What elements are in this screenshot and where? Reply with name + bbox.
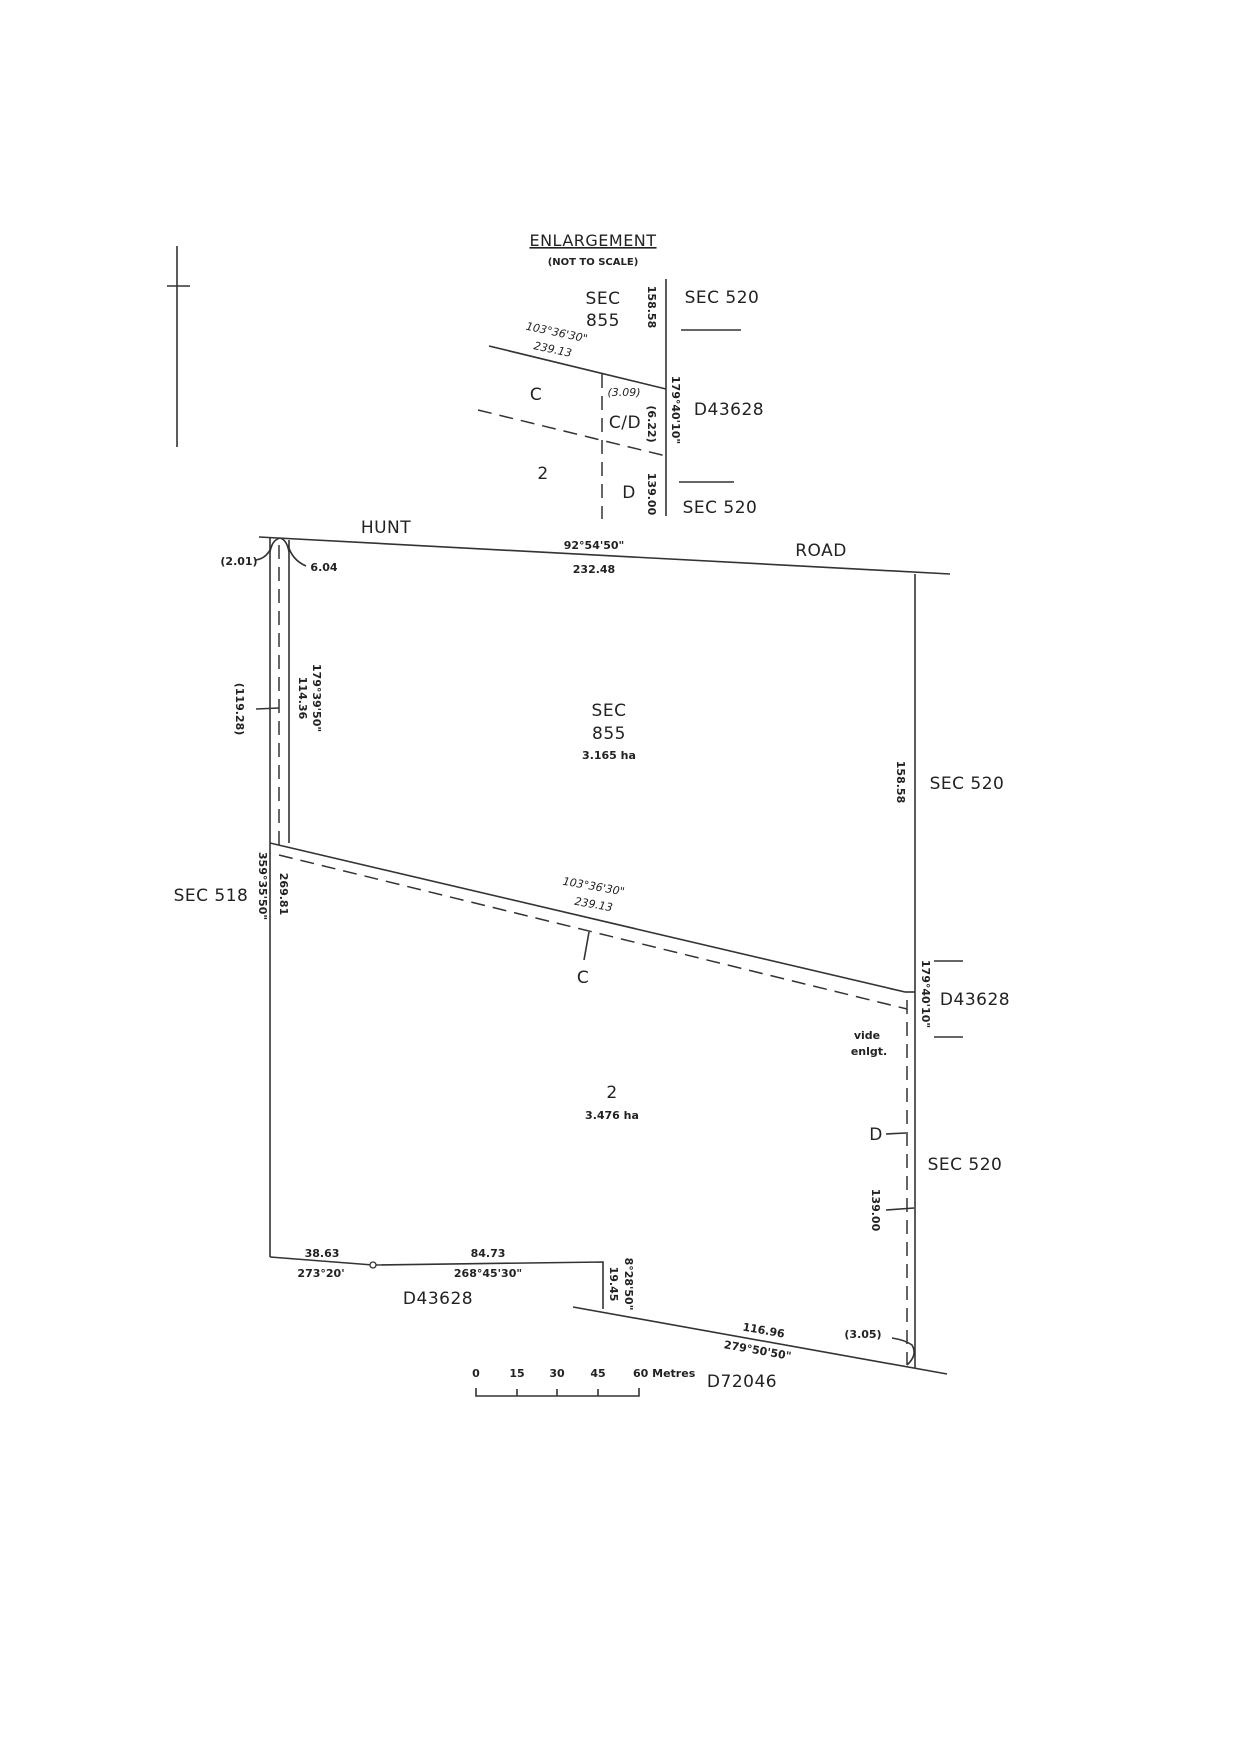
enl-dist-139: 139.00: [645, 473, 658, 516]
dist-84-73: 84.73: [471, 1247, 506, 1260]
enl-label-c: C: [530, 385, 542, 405]
enl-sec-520-top: SEC 520: [685, 288, 760, 308]
enlgt-label: enlgt.: [851, 1045, 887, 1058]
right-distance: 158.58: [894, 761, 907, 803]
enl-label-cd: C/D: [609, 413, 641, 433]
scale-tick-60: 60 Metres: [633, 1367, 696, 1380]
lot-2-area: 3.476 ha: [585, 1109, 639, 1122]
enl-d43628: D43628: [694, 400, 764, 420]
hunt-road-label-road: ROAD: [795, 541, 847, 561]
bearing-268: 268°45'30": [454, 1267, 522, 1280]
dist-119-28: (119.28): [233, 683, 246, 736]
enlargement-subtitle: (NOT TO SCALE): [548, 257, 639, 268]
enl-lot-2: 2: [537, 464, 548, 484]
enl-bearing-179: 179°40'10": [669, 376, 682, 444]
hunt-road-label-hunt: HUNT: [361, 518, 411, 538]
dist-139: 139.00: [869, 1189, 882, 1232]
plan-labels: HUNT ROAD 92°54'50" 232.48 (2.01) 6.04 1…: [174, 518, 1010, 1392]
scale-tick-45: 45: [590, 1367, 605, 1380]
enl-dist-239: 239.13: [533, 339, 573, 360]
sec-855-label: SEC: [592, 701, 627, 721]
scale-tick-15: 15: [509, 1367, 524, 1380]
sec-855-number: 855: [592, 724, 626, 744]
d43628-right: D43628: [940, 990, 1010, 1010]
dist-6-04: 6.04: [310, 561, 337, 574]
d43628-bottom: D43628: [403, 1289, 473, 1309]
dist-38-63: 38.63: [305, 1247, 340, 1260]
enlargement-title: ENLARGEMENT: [529, 231, 656, 250]
north-arrow-icon: [167, 246, 190, 447]
sec-855-area: 3.165 ha: [582, 749, 636, 762]
diag-distance: 239.13: [574, 895, 614, 914]
road-bearing: 92°54'50": [564, 539, 625, 552]
scale-tick-30: 30: [549, 1367, 565, 1380]
enl-dist-622: (6.22): [645, 405, 658, 442]
dist-2-01: (2.01): [220, 555, 257, 568]
enlargement-inset: ENLARGEMENT (NOT TO SCALE) SEC 855 158.5…: [477, 231, 764, 519]
bearing-right: 179°40'10": [919, 960, 932, 1028]
plan-linework: [255, 536, 963, 1375]
easement-c-label: C: [577, 968, 589, 988]
bearing-279: 279°50'50": [723, 1338, 792, 1363]
diag-bearing: 103°36'30": [562, 875, 626, 899]
bearing-273: 273°20': [297, 1267, 344, 1280]
lot-2-label: 2: [606, 1083, 617, 1103]
enl-sec-855: SEC: [586, 289, 621, 309]
enl-sec-855-num: 855: [586, 311, 620, 331]
scale-tick-0: 0: [472, 1367, 480, 1380]
enl-dist-158: 158.58: [645, 286, 658, 328]
dist-left-inner: 114.36: [296, 677, 309, 720]
vide-label: vide: [854, 1029, 880, 1042]
road-distance: 232.48: [573, 563, 615, 576]
scale-bar: 0 15 30 45 60 Metres: [472, 1367, 696, 1397]
sec-518: SEC 518: [174, 886, 249, 906]
enl-sec-520-bottom: SEC 520: [683, 498, 758, 518]
dist-3-05: (3.05): [844, 1328, 881, 1341]
dist-left-outer: 269.81: [277, 873, 290, 915]
dist-19-45: 19.45: [607, 1267, 620, 1302]
sec-520-upper: SEC 520: [930, 774, 1005, 794]
enl-dist-309: (3.09): [607, 386, 640, 399]
easement-d-label: D: [869, 1125, 883, 1145]
bearing-left-outer: 359°35'50": [256, 852, 269, 920]
bearing-8: 8°28'50": [622, 1258, 635, 1311]
bearing-left-inner: 179°39'50": [310, 664, 323, 732]
enl-label-d: D: [622, 483, 636, 503]
d72046: D72046: [707, 1372, 777, 1392]
sec-520-lower: SEC 520: [928, 1155, 1003, 1175]
